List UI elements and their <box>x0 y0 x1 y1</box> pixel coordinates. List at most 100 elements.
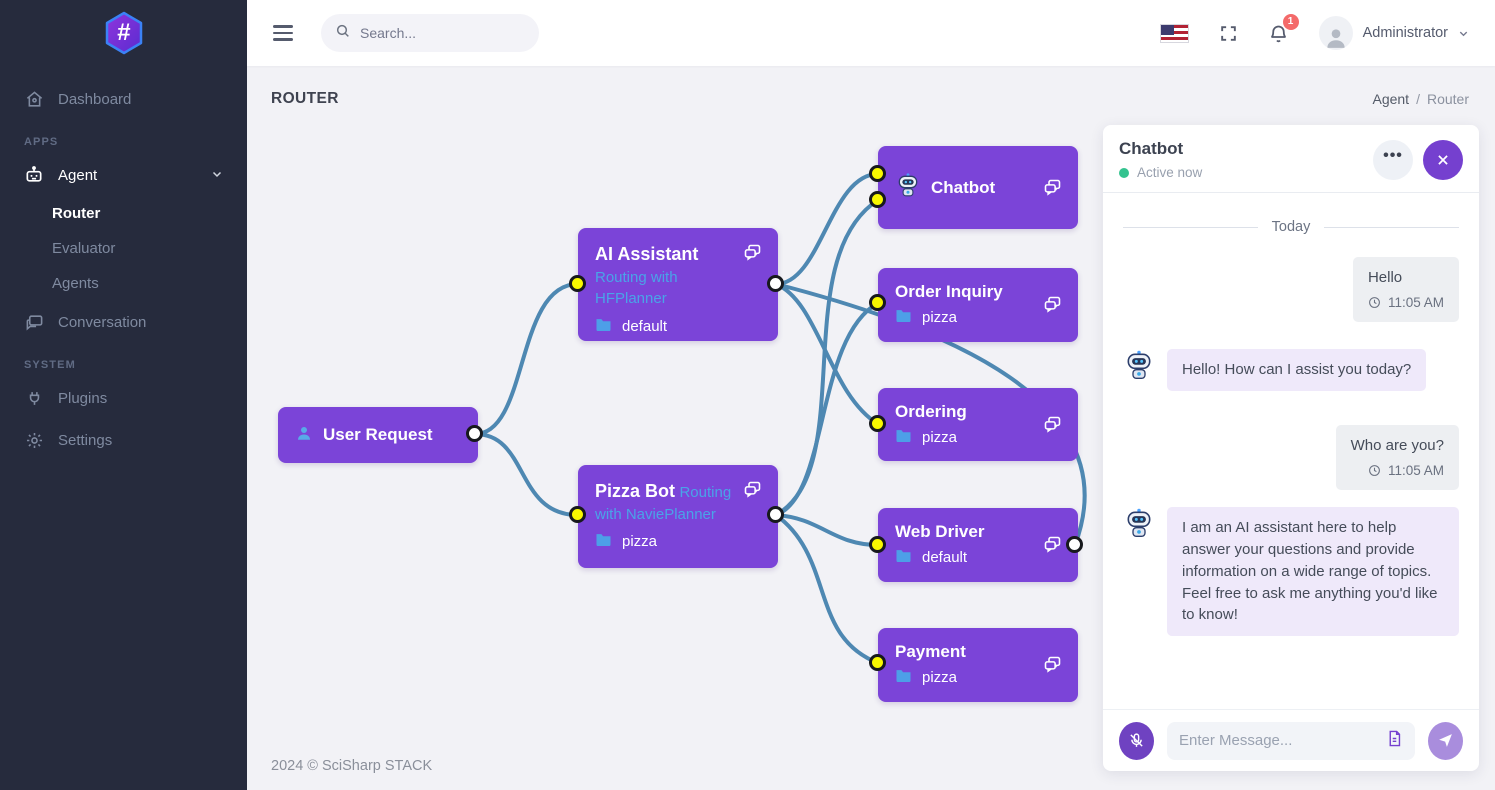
input-port-payment[interactable] <box>869 654 886 671</box>
input-port-ai-assistant[interactable] <box>569 275 586 292</box>
page-title: ROUTER <box>271 90 339 107</box>
node-category: pizza <box>922 428 958 446</box>
node-category: pizza <box>922 309 958 327</box>
sidebar-item-conversation[interactable]: Conversation <box>0 301 247 343</box>
fullscreen-icon[interactable] <box>1219 24 1238 43</box>
edge-user-request-pizza-bot <box>473 432 580 517</box>
chat-title: Chatbot <box>1119 139 1184 158</box>
language-flag-us[interactable] <box>1159 23 1189 43</box>
brand-logo[interactable]: # <box>0 0 247 66</box>
output-port-web-driver[interactable] <box>1066 536 1083 553</box>
robot-icon <box>24 165 44 185</box>
flow-node-order-inquiry[interactable]: Order Inquiry pizza <box>878 268 1078 342</box>
edge-pizza-bot-payment <box>774 513 880 665</box>
conversation-copy-icon[interactable] <box>1042 654 1064 676</box>
search-icon <box>335 23 351 44</box>
chat-more-button[interactable]: ••• <box>1373 139 1413 180</box>
attach-file-icon[interactable] <box>1386 730 1403 752</box>
breadcrumb-parent[interactable]: Agent <box>1372 91 1410 107</box>
input-port-web-driver[interactable] <box>869 536 886 553</box>
node-title: Chatbot <box>931 177 996 197</box>
brand-symbol: # <box>116 19 131 46</box>
chat-message-bot: Hello! How can I assist you today? <box>1123 349 1459 392</box>
sidebar-item-settings[interactable]: Settings <box>0 419 247 461</box>
sidebar-section-system: SYSTEM <box>24 359 76 371</box>
sidebar-nav: Dashboard APPS Agent Router Evaluator Ag… <box>0 78 247 461</box>
sidebar-item-agents[interactable]: Agents <box>52 275 99 292</box>
main-content: ROUTER Agent / Router <box>247 66 1495 790</box>
message-text: Hello <box>1367 269 1403 286</box>
conversation-copy-icon[interactable] <box>1042 414 1064 436</box>
robot-avatar-icon <box>1123 507 1155 539</box>
input-port-order-inquiry[interactable] <box>869 294 886 311</box>
sidebar-item-label: Agent <box>58 166 98 184</box>
chat-message-user: Who are you? 11:05 AM <box>1123 425 1459 491</box>
conversation-copy-icon[interactable] <box>1042 177 1064 199</box>
flow-node-user-request[interactable]: User Request <box>278 407 478 463</box>
user-icon <box>295 424 313 447</box>
chat-message-bot: I am an AI assistant here to help answer… <box>1123 507 1459 637</box>
edge-pizza-bot-chatbot <box>774 198 880 517</box>
chat-status-text: Active now <box>1137 165 1203 180</box>
message-input[interactable] <box>1179 732 1378 749</box>
chat-close-button[interactable] <box>1423 139 1463 180</box>
sidebar-item-evaluator[interactable]: Evaluator <box>52 240 116 257</box>
node-title: User Request <box>323 425 433 444</box>
microphone-muted-button[interactable] <box>1119 721 1154 760</box>
output-port-ai-assistant[interactable] <box>767 275 784 292</box>
send-button[interactable] <box>1428 721 1463 760</box>
node-subtitle: Routing with NaviePlanner <box>595 484 732 523</box>
top-bar: 1 Administrator <box>247 0 1495 66</box>
edge-ai-assistant-chatbot <box>774 172 880 286</box>
folder-icon <box>895 668 912 688</box>
output-port-pizza-bot[interactable] <box>767 506 784 523</box>
message-text: Hello! How can I assist you today? <box>1167 349 1427 392</box>
clock-icon <box>1369 465 1380 477</box>
edge-pizza-bot-web-driver <box>774 513 880 547</box>
output-port-user-request[interactable] <box>466 425 483 442</box>
conversation-copy-icon[interactable] <box>1042 534 1064 556</box>
message-time: 11:05 AM <box>1387 294 1444 310</box>
breadcrumb-separator: / <box>1416 91 1420 107</box>
node-title: Pizza Bot <box>595 481 676 501</box>
input-port-ordering[interactable] <box>869 415 886 432</box>
sidebar-item-label: Conversation <box>58 313 147 331</box>
conversation-copy-icon[interactable] <box>742 479 764 501</box>
home-icon <box>24 89 44 109</box>
search-input[interactable] <box>360 25 510 41</box>
user-menu[interactable]: Administrator <box>1318 16 1469 50</box>
flow-node-web-driver[interactable]: Web Driver default <box>878 508 1078 582</box>
sidebar-item-plugins[interactable]: Plugins <box>0 377 247 419</box>
menu-toggle-icon[interactable] <box>273 25 293 41</box>
input-port-pizza-bot[interactable] <box>569 506 586 523</box>
notification-badge: 1 <box>1282 13 1299 30</box>
chat-input-bar <box>1103 709 1479 771</box>
hexagon-logo-icon: # <box>101 10 147 56</box>
robot-avatar-icon <box>1123 349 1155 381</box>
message-text: Who are you? <box>1350 437 1444 455</box>
sidebar-item-agent[interactable]: Agent <box>0 154 247 196</box>
folder-icon <box>595 317 612 337</box>
sidebar-item-router[interactable]: Router <box>52 205 101 222</box>
chat-header: Chatbot Active now ••• <box>1103 125 1479 193</box>
input-port-chatbot-2[interactable] <box>869 191 886 208</box>
sidebar-item-dashboard[interactable]: Dashboard <box>0 78 247 120</box>
input-port-chatbot-1[interactable] <box>869 165 886 182</box>
flow-node-chatbot[interactable]: Chatbot <box>878 146 1078 229</box>
conversation-copy-icon[interactable] <box>1042 294 1064 316</box>
close-icon <box>1438 154 1448 165</box>
sidebar: # Dashboard APPS Agent Router Eval <box>0 0 247 790</box>
conversation-copy-icon[interactable] <box>742 242 764 264</box>
node-subtitle: Routing with HFPlanner <box>595 268 678 308</box>
notifications-bell-icon[interactable]: 1 <box>1268 13 1299 44</box>
chat-messages[interactable]: Today Hello 11:05 AM Hello! How can I <box>1103 193 1479 709</box>
folder-icon <box>895 428 912 448</box>
flow-node-ai-assistant[interactable]: AI Assistant Routing with HFPlanner defa… <box>578 228 778 341</box>
chevron-down-icon <box>211 167 223 184</box>
flow-node-ordering[interactable]: Ordering pizza <box>878 388 1078 461</box>
flow-node-payment[interactable]: Payment pizza <box>878 628 1078 702</box>
edge-pizza-bot-order-inquiry <box>774 301 880 517</box>
flow-node-pizza-bot[interactable]: Pizza Bot Routing with NaviePlanner pizz… <box>578 465 778 568</box>
date-divider: Today <box>1123 219 1459 235</box>
search-box[interactable] <box>321 14 539 52</box>
